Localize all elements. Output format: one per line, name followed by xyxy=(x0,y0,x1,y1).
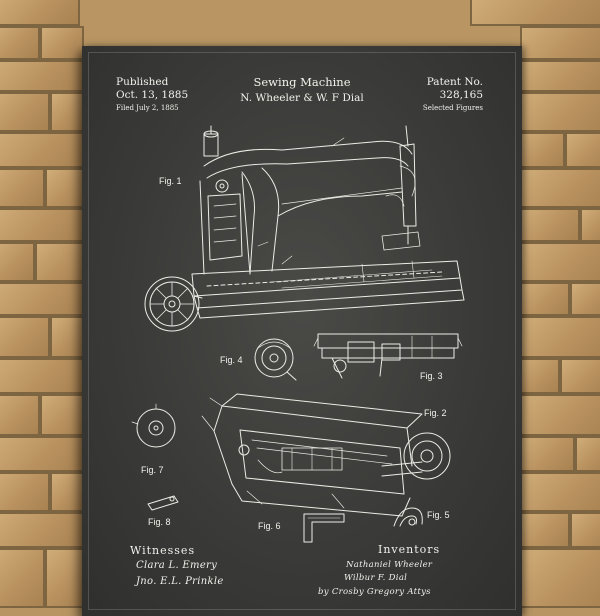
witness-signature-1: Clara L. Emery xyxy=(136,560,218,571)
published-date: Oct. 13, 1885 xyxy=(116,89,189,101)
patent-number: 328,165 xyxy=(439,89,483,101)
patent-poster: Published Oct. 13, 1885 Filed July 2, 18… xyxy=(82,46,522,616)
fig7-label: Fig. 7 xyxy=(141,465,164,475)
inventors-line: N. Wheeler & W. F Dial xyxy=(240,92,364,104)
witnesses-label: Witnesses xyxy=(130,544,196,557)
patent-number-label: Patent No. xyxy=(426,76,483,88)
attorneys-signature: by Crosby Gregory Attys xyxy=(318,587,431,597)
published-label: Published xyxy=(116,76,169,88)
fig1-label: Fig. 1 xyxy=(159,176,182,186)
witness-signature-2: Jno. E.L. Prinkle xyxy=(136,576,224,587)
inventor-signature-1: Nathaniel Wheeler xyxy=(346,560,433,570)
fig4-label: Fig. 4 xyxy=(220,355,243,365)
fig1-sewing-machine xyxy=(144,125,465,332)
fig6-label: Fig. 6 xyxy=(258,521,281,531)
fig5-tension-clip xyxy=(393,507,423,527)
selected-figures-label: Selected Figures xyxy=(422,104,483,112)
fig8-lever xyxy=(147,495,179,511)
patent-title: Sewing Machine xyxy=(253,75,351,89)
sewing-machine-drawing xyxy=(82,46,522,616)
inventors-label: Inventors xyxy=(378,543,441,556)
fig7-bobbin-disc xyxy=(131,403,176,448)
fig2-underside-mechanism xyxy=(201,393,451,517)
fig4-bobbin-case xyxy=(254,338,297,381)
inventor-signature-2: Wilbur F. Dial xyxy=(344,573,408,583)
fig3-shuttle-mechanism xyxy=(313,333,463,379)
fig5-label: Fig. 5 xyxy=(427,510,450,520)
fig8-label: Fig. 8 xyxy=(148,517,171,527)
fig3-label: Fig. 3 xyxy=(420,371,443,381)
fig6-bracket xyxy=(303,513,345,543)
filed-date: Filed July 2, 1885 xyxy=(116,104,179,112)
fig2-label: Fig. 2 xyxy=(424,408,447,418)
